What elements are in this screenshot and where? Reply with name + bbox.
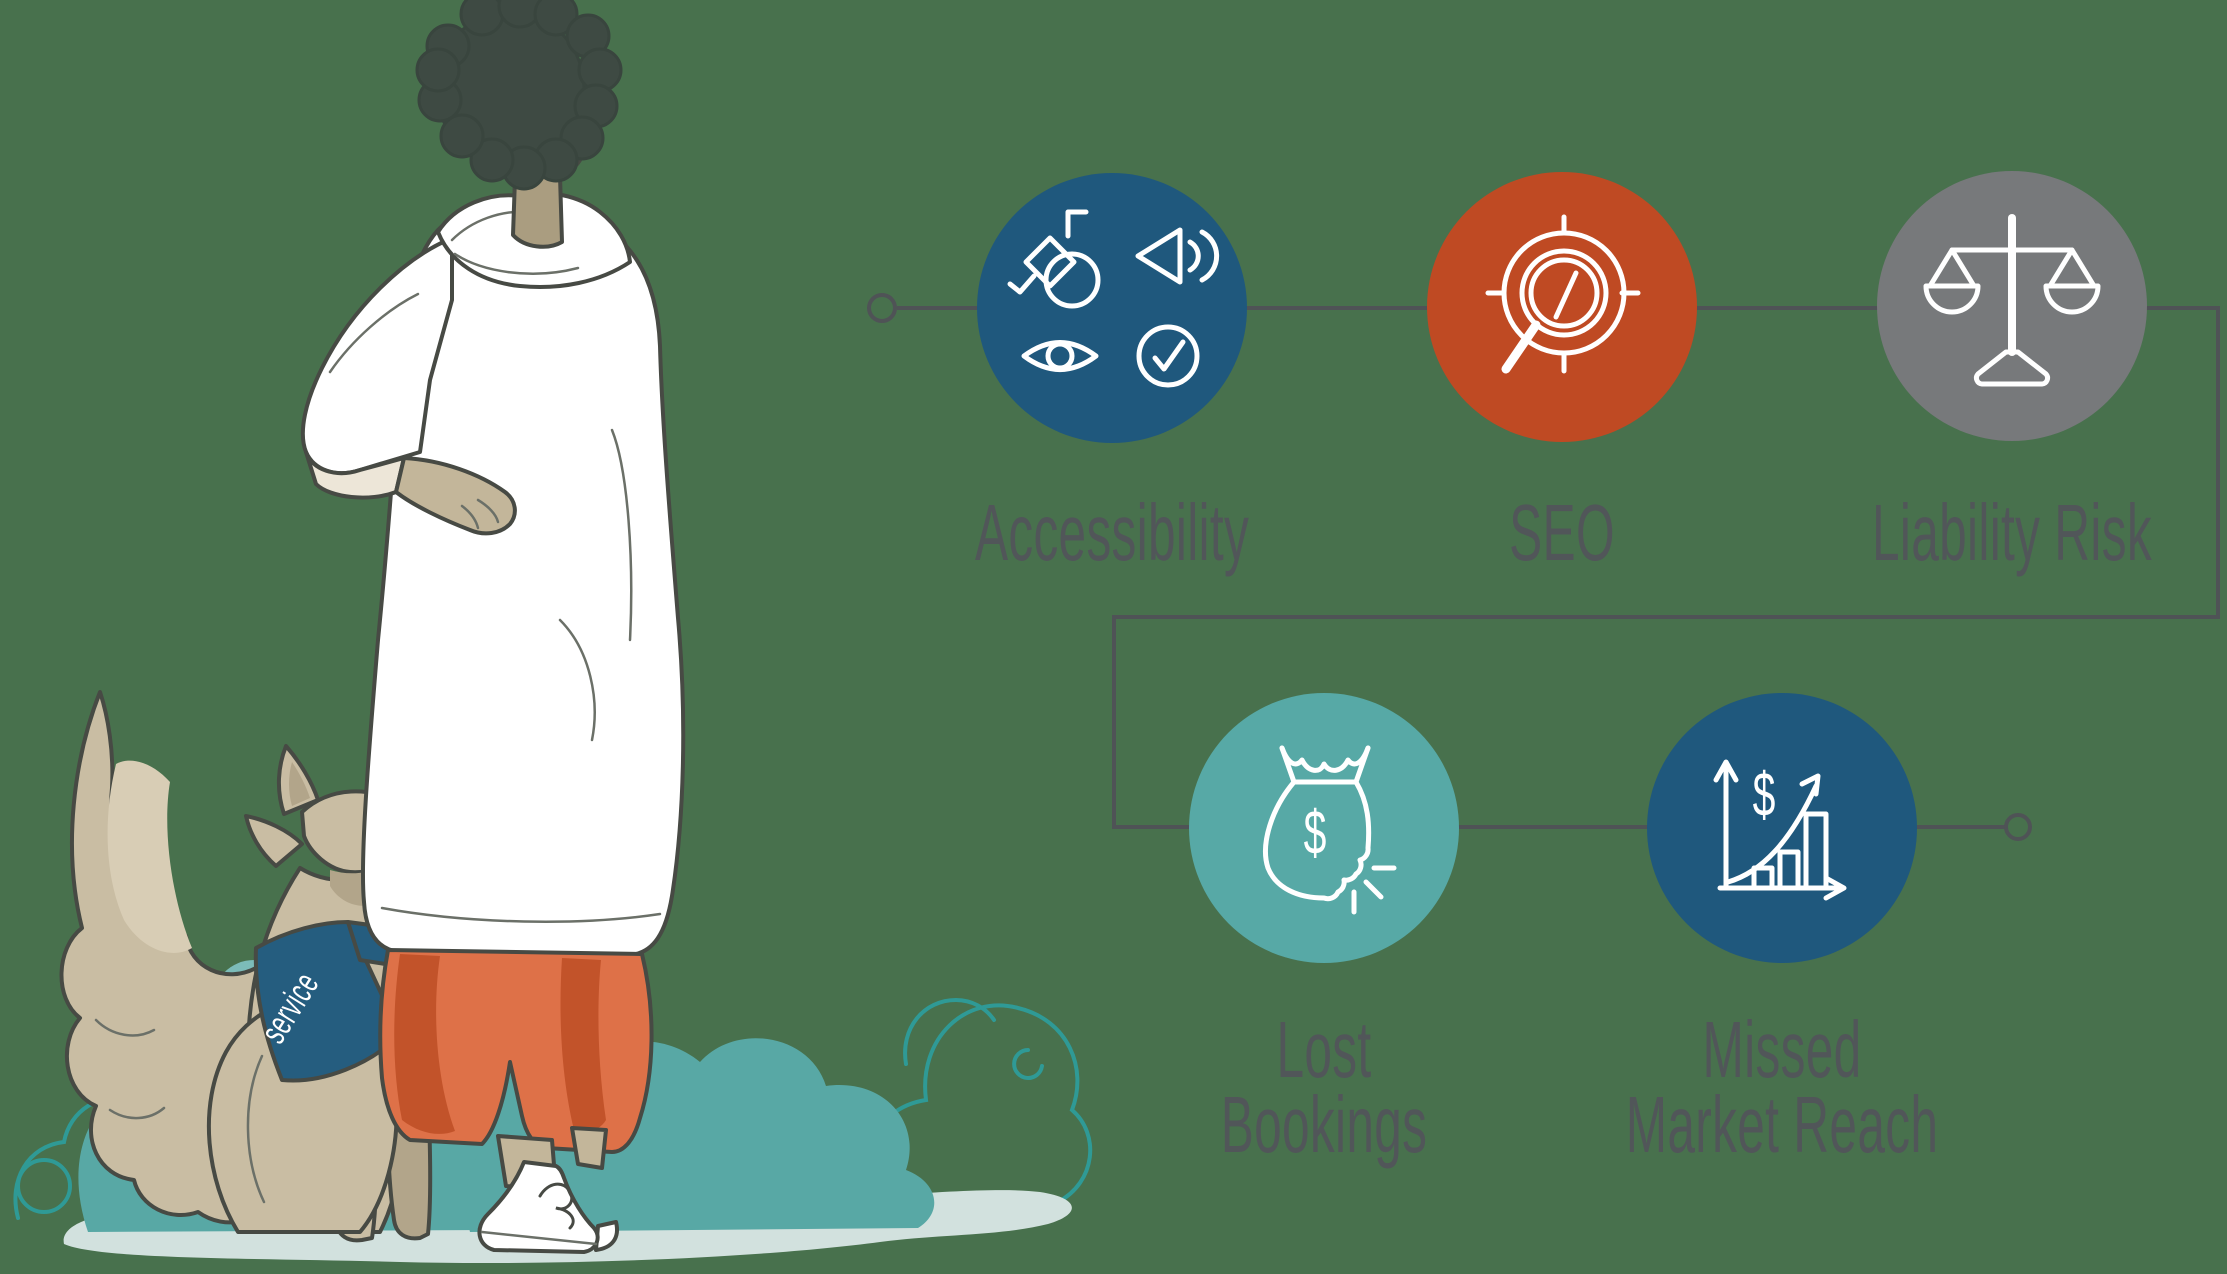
wheelchair-icon	[1007, 209, 1101, 309]
label-liability-risk: Liability Risk	[1872, 489, 2152, 578]
money-bag-bite-icon	[1263, 745, 1397, 915]
lost-bookings-circle	[1189, 693, 1459, 963]
pants-shadow-left	[394, 954, 455, 1134]
bush-outline-left-puff	[16, 1158, 72, 1214]
missed-market-reach-circle	[1647, 693, 1917, 963]
pants-shadow-right	[560, 958, 606, 1132]
dog-tail-fluff-line	[94, 1018, 166, 1120]
collar-fold2	[453, 252, 580, 275]
missed-market-reach-label-line2: Market Reach	[1626, 1081, 1938, 1170]
growth-chart-icon	[1713, 759, 1847, 901]
node-accessibility	[977, 173, 1247, 443]
sleeve-fold-line	[328, 292, 420, 374]
search-target-icon	[1485, 214, 1641, 374]
dog-haunch-crease	[246, 1054, 266, 1204]
bush-outline-top-bump	[903, 997, 996, 1066]
bush-outline-loop	[1012, 1048, 1044, 1080]
label-lost-bookings-2: Bookings	[1221, 1081, 1427, 1170]
lost-bookings-label-line1: Lost	[1277, 1006, 1372, 1095]
label-lost-bookings-1: Lost	[1277, 1006, 1372, 1095]
label-seo: SEO	[1509, 489, 1615, 578]
dog-ear-inner	[289, 762, 310, 806]
label-missed-2: Market Reach	[1626, 1081, 1938, 1170]
illustration: service	[13, 0, 1093, 1264]
missed-market-reach-label-line1: Missed	[1703, 1006, 1862, 1095]
dollar-sign: $	[1753, 761, 1776, 831]
accessibility-circle	[977, 173, 1247, 443]
hoodie-pocket-curve	[558, 618, 596, 742]
check-circle-icon	[1136, 324, 1200, 388]
flow-diagram: Accessibility SEO	[867, 171, 2220, 1170]
label-accessibility: Accessibility	[975, 489, 1249, 578]
node-missed-market-reach: $	[1647, 693, 1917, 963]
accessibility-label: Accessibility	[975, 489, 1249, 578]
node-liability-risk	[1877, 171, 2147, 441]
sneaker	[477, 1160, 600, 1254]
ankle-back	[570, 1126, 608, 1170]
money-bag-dollar: $	[1304, 799, 1327, 869]
shoelace-squiggle	[538, 1182, 575, 1230]
dog-tail-highlight	[107, 760, 192, 953]
start-ring	[867, 293, 897, 323]
hoodie-hem-line	[380, 906, 662, 923]
person	[300, 0, 686, 1254]
hoodie-back-crease	[610, 428, 633, 642]
node-lost-bookings: $	[1189, 693, 1459, 963]
end-ring	[2004, 813, 2032, 841]
afro-hair	[415, 0, 623, 191]
shoe-heel-back	[594, 1220, 619, 1252]
node-seo	[1427, 172, 1697, 442]
growth-chart-dollar: $	[1753, 761, 1776, 831]
eye-icon	[1021, 340, 1099, 372]
seo-label: SEO	[1509, 489, 1615, 578]
scales-of-justice-icon	[1923, 214, 2101, 387]
forearm-skin	[394, 456, 517, 536]
lost-bookings-label-line2: Bookings	[1221, 1081, 1427, 1170]
sneaker-sole-line	[480, 1230, 598, 1246]
dollar-sign: $	[1304, 799, 1327, 869]
hand-finger-lines	[460, 498, 500, 530]
liability-risk-label: Liability Risk	[1872, 489, 2152, 578]
dog-ear-front	[244, 814, 304, 868]
speaker-icon	[1135, 227, 1220, 285]
label-missed-1: Missed	[1703, 1006, 1862, 1095]
